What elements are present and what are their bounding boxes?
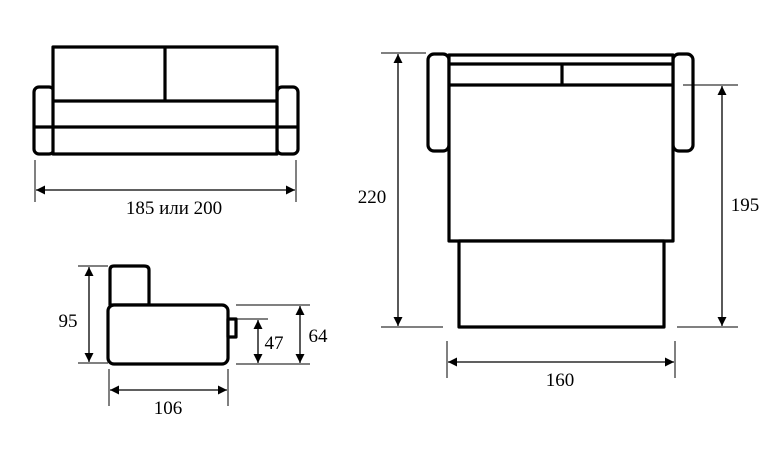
top-view: 220 195 160 — [358, 52, 760, 391]
front-width-label: 185 или 200 — [126, 198, 222, 219]
side-height-label: 95 — [59, 311, 78, 332]
bed-width-label: 160 — [546, 370, 575, 391]
top-pullout-section — [457, 239, 666, 329]
side-seat — [106, 303, 230, 366]
top-left-armrest — [426, 52, 451, 153]
mattress-length-label: 195 — [731, 195, 760, 216]
side-leg-handle — [226, 317, 238, 339]
side-armrest-height-label: 64 — [309, 326, 329, 347]
top-right-armrest — [671, 52, 695, 153]
side-backrest — [108, 264, 151, 307]
top-length-label: 220 — [358, 187, 387, 208]
side-seat-height-label: 47 — [265, 333, 284, 354]
side-view: 95 47 64 106 — [59, 264, 329, 419]
side-depth-label: 106 — [154, 398, 183, 419]
front-left-armrest — [32, 85, 56, 156]
front-view: 185 или 200 — [32, 45, 300, 219]
front-right-armrest — [275, 85, 300, 156]
